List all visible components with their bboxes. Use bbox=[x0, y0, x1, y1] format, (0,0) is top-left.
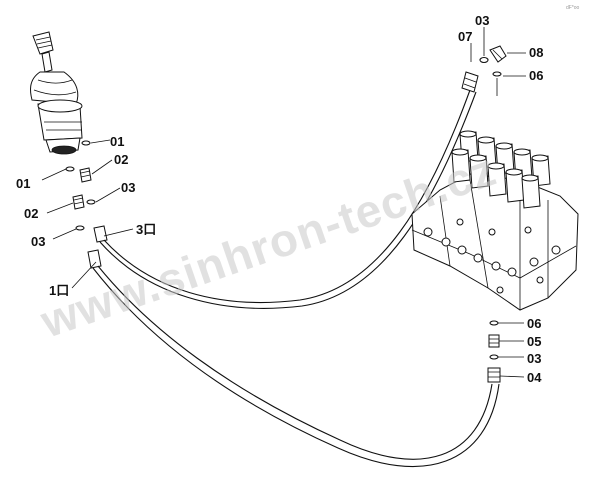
label-port-3: 3口 bbox=[136, 222, 156, 237]
label-02-left: 02 bbox=[24, 206, 38, 221]
left-fittings bbox=[65, 140, 96, 231]
leader-lines bbox=[41, 27, 526, 378]
top-right-fittings bbox=[479, 45, 507, 96]
label-port-1: 1口 bbox=[49, 283, 69, 298]
label-01-right: 01 bbox=[110, 134, 124, 149]
label-06-top: 06 bbox=[529, 68, 543, 83]
bottom-right-fittings bbox=[488, 320, 500, 360]
joystick-pilot-valve bbox=[29, 31, 83, 155]
label-06-bottom: 06 bbox=[527, 316, 541, 331]
hose-port-1 bbox=[87, 249, 501, 468]
label-03-right: 03 bbox=[121, 180, 135, 195]
corner-mark: dF*oo bbox=[566, 5, 580, 11]
label-07: 07 bbox=[458, 29, 472, 44]
label-03-left: 03 bbox=[31, 234, 45, 249]
label-04: 04 bbox=[527, 370, 542, 385]
main-control-valve bbox=[411, 130, 579, 311]
label-01-left: 01 bbox=[16, 176, 30, 191]
hose-port-3 bbox=[93, 71, 479, 309]
label-05: 05 bbox=[527, 334, 541, 349]
spool-caps bbox=[451, 130, 551, 209]
label-03-top: 03 bbox=[475, 13, 489, 28]
label-08: 08 bbox=[529, 45, 543, 60]
part-labels: 03 07 08 06 01 02 03 01 02 03 3口 1口 06 0… bbox=[16, 13, 543, 385]
label-02-right: 02 bbox=[114, 152, 128, 167]
label-03-bottom: 03 bbox=[527, 351, 541, 366]
